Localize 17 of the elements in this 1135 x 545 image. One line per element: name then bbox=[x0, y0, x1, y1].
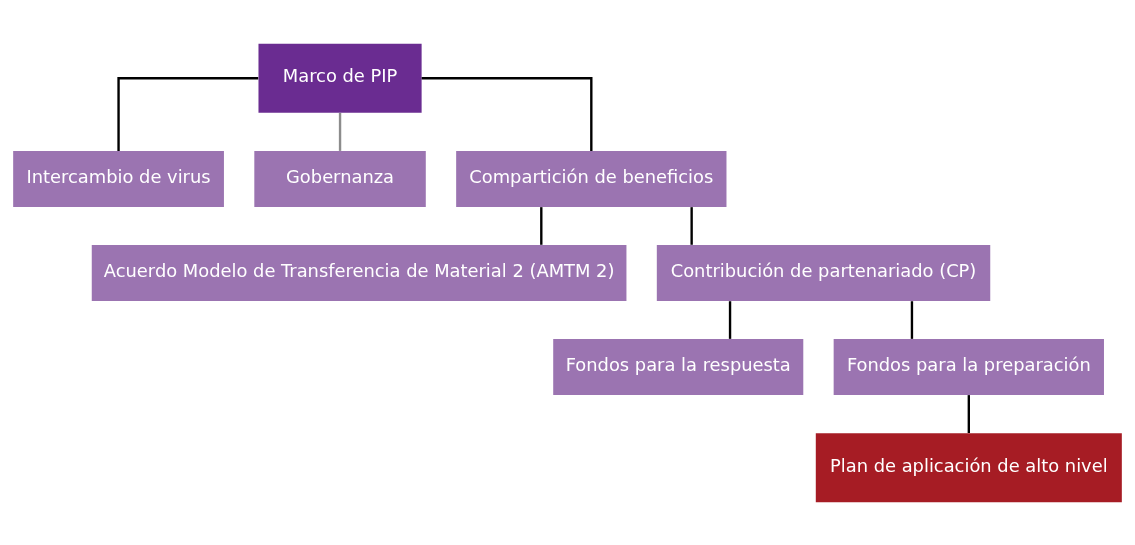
connector bbox=[690, 206, 693, 245]
node-box: Fondos para la respuesta bbox=[553, 338, 804, 395]
node-box: Marco de PIP bbox=[258, 43, 422, 113]
connector bbox=[540, 206, 543, 245]
node-box: Acuerdo Modelo de Transferencia de Material 2 (AMTM 2) bbox=[91, 244, 627, 301]
node-box: Gobernanza bbox=[254, 150, 426, 207]
connector bbox=[421, 76, 593, 151]
node-box: Intercambio de virus bbox=[13, 150, 224, 207]
node-box: Compartición de beneficios bbox=[456, 150, 727, 207]
connector bbox=[967, 394, 970, 433]
node-box: Plan de aplicación de alto nivel bbox=[815, 432, 1122, 502]
connector bbox=[910, 300, 914, 339]
connector bbox=[338, 112, 342, 151]
node-box: Fondos para la preparación bbox=[833, 338, 1104, 395]
connector bbox=[117, 76, 259, 151]
connector bbox=[728, 300, 732, 339]
node-box: Contribución de partenariado (CP) bbox=[656, 244, 991, 301]
